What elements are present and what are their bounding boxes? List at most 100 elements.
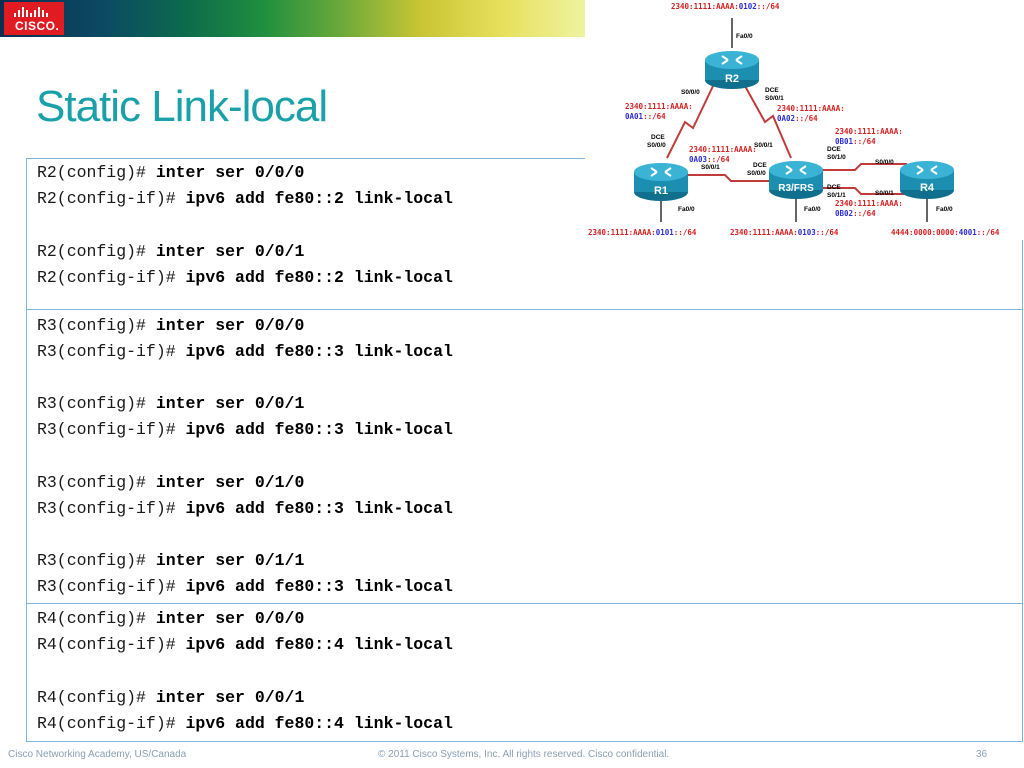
interface-label: S0/0/1: [701, 164, 720, 171]
config-prompt: R3(config-if)#: [37, 499, 186, 518]
config-box-r3: R3(config)# inter ser 0/0/0 R3(config-if…: [26, 309, 1023, 604]
config-prompt: R4(config)#: [37, 609, 156, 628]
router-r4: R4: [900, 161, 954, 199]
config-prompt: R3(config)#: [37, 394, 156, 413]
router-r1: R1: [634, 163, 688, 201]
cisco-logo: CISCO.: [4, 2, 64, 35]
config-command: inter ser 0/0/0: [155, 609, 305, 628]
config-command: ipv6 add fe80::3 link-local: [185, 577, 453, 596]
interface-label: DCE: [827, 146, 841, 153]
network-label-r3-r4-b-suffix: 0B02::/64: [835, 209, 876, 218]
network-label-r1-r3: 2340:1111:AAAA:: [689, 145, 757, 154]
config-line: R3(config-if)# ipv6 add fe80::3 link-loc…: [37, 576, 453, 598]
network-label-r2-r3-suffix: 0A02::/64: [777, 114, 818, 123]
config-prompt: R3(config)#: [37, 551, 156, 570]
interface-label: S0/0/0: [747, 170, 766, 177]
router-arrows-icon: [721, 55, 743, 65]
interface-label: Fa0/0: [936, 206, 953, 213]
config-prompt: R2(config-if)#: [37, 268, 186, 287]
router-arrows-icon: [650, 167, 672, 177]
config-command: inter ser 0/0/0: [155, 163, 305, 182]
router-label-r2: R2: [725, 73, 739, 85]
footer-left: Cisco Networking Academy, US/Canada: [8, 749, 187, 760]
interface-label: DCE: [753, 162, 767, 169]
interface-label: DCE: [651, 134, 665, 141]
config-line: R3(config)# inter ser 0/0/0: [37, 315, 304, 337]
serial-link-r1-r2: [666, 85, 714, 159]
config-prompt: R3(config-if)#: [37, 577, 186, 596]
network-label-r4-lan: 4444:0000:0000:4001::/64: [891, 228, 1000, 237]
config-command: inter ser 0/0/0: [155, 316, 305, 335]
config-line: R4(config)# inter ser 0/0/1: [37, 687, 304, 709]
config-line: R3(config)# inter ser 0/1/1: [37, 550, 304, 572]
interface-label: DCE: [827, 184, 841, 191]
config-command: inter ser 0/1/0: [155, 473, 305, 492]
config-command: ipv6 add fe80::3 link-local: [185, 420, 453, 439]
config-line: R3(config-if)# ipv6 add fe80::3 link-loc…: [37, 498, 453, 520]
config-command: ipv6 add fe80::3 link-local: [185, 499, 453, 518]
serial-link-r1-r3: [683, 174, 775, 182]
interface-label: S0/0/1: [754, 142, 773, 149]
router-r2: R2: [705, 51, 759, 89]
config-prompt: R4(config)#: [37, 688, 156, 707]
router-arrows-icon: [916, 165, 938, 175]
interface-label: Fa0/0: [736, 33, 753, 40]
config-prompt: R2(config)#: [37, 242, 156, 261]
interface-label: DCE: [765, 87, 779, 94]
interface-label: Fa0/0: [678, 206, 695, 213]
config-prompt: R2(config)#: [37, 163, 156, 182]
footer-copyright: © 2011 Cisco Systems, Inc. All rights re…: [378, 749, 670, 760]
config-line: R4(config-if)# ipv6 add fe80::4 link-loc…: [37, 713, 453, 735]
config-line: R3(config-if)# ipv6 add fe80::3 link-loc…: [37, 419, 453, 441]
network-label-r3-r4-b: 2340:1111:AAAA:: [835, 199, 903, 208]
network-label-r2-r3: 2340:1111:AAAA:: [777, 104, 845, 113]
cisco-logo-text: CISCO.: [15, 19, 60, 33]
router-label-r3: R3/FRS: [778, 183, 814, 194]
config-command: ipv6 add fe80::2 link-local: [185, 189, 453, 208]
config-line: R2(config-if)# ipv6 add fe80::2 link-loc…: [37, 188, 453, 210]
config-command: ipv6 add fe80::4 link-local: [185, 714, 453, 733]
config-line: R2(config)# inter ser 0/0/1: [37, 241, 304, 263]
interface-label: S0/1/1: [827, 192, 846, 199]
network-label-r2-lan: 2340:1111:AAAA:0102::/64: [671, 2, 780, 11]
serial-link-r3-r4-b: [817, 187, 907, 195]
config-command: inter ser 0/0/1: [155, 242, 305, 261]
router-arrows-icon: [785, 165, 807, 175]
serial-link-r3-r4-a: [817, 163, 907, 171]
interface-label: S0/0/0: [681, 89, 700, 96]
interface-label: Fa0/0: [804, 206, 821, 213]
config-line: R3(config)# inter ser 0/1/0: [37, 472, 304, 494]
config-line: R4(config-if)# ipv6 add fe80::4 link-loc…: [37, 634, 453, 656]
slide-title: Static Link-local: [36, 82, 328, 131]
config-prompt: R3(config)#: [37, 316, 156, 335]
config-prompt: R2(config-if)#: [37, 189, 186, 208]
config-prompt: R3(config)#: [37, 473, 156, 492]
serial-link-r2-r3: [744, 85, 792, 159]
config-command: ipv6 add fe80::4 link-local: [185, 635, 453, 654]
network-label-r3-r4-a: 2340:1111:AAAA:: [835, 127, 903, 136]
network-label-r3-lan: 2340:1111:AAAA:0103::/64: [730, 228, 839, 237]
config-prompt: R3(config-if)#: [37, 342, 186, 361]
interface-label: S0/0/1: [875, 190, 894, 197]
topology-svg: R2 R1 R3/FRS R4 2340:1111:AAAA:0102::/64…: [588, 2, 1000, 237]
interface-label: S0/0/0: [875, 159, 894, 166]
router-r3: R3/FRS: [769, 161, 823, 199]
network-label-r1-lan: 2340:1111:AAAA:0101::/64: [588, 228, 697, 237]
interface-label: S0/1/0: [827, 154, 846, 161]
config-line: R3(config)# inter ser 0/0/1: [37, 393, 304, 415]
network-label-r1-r2: 2340:1111:AAAA:: [625, 102, 693, 111]
router-label-r4: R4: [920, 182, 935, 194]
network-label-r3-r4-a-suffix: 0B01::/64: [835, 137, 876, 146]
network-label-r1-r3-suffix: 0A03::/64: [689, 155, 730, 164]
router-label-r1: R1: [654, 185, 668, 197]
config-box-r4: R4(config)# inter ser 0/0/0 R4(config-if…: [26, 603, 1023, 742]
config-prompt: R4(config-if)#: [37, 635, 186, 654]
interface-label: S0/0/0: [647, 142, 666, 149]
config-prompt: R3(config-if)#: [37, 420, 186, 439]
page-number: 36: [976, 749, 988, 760]
config-command: ipv6 add fe80::3 link-local: [185, 342, 453, 361]
config-command: inter ser 0/0/1: [155, 394, 305, 413]
config-prompt: R4(config-if)#: [37, 714, 186, 733]
config-command: ipv6 add fe80::2 link-local: [185, 268, 453, 287]
config-command: inter ser 0/1/1: [155, 551, 305, 570]
